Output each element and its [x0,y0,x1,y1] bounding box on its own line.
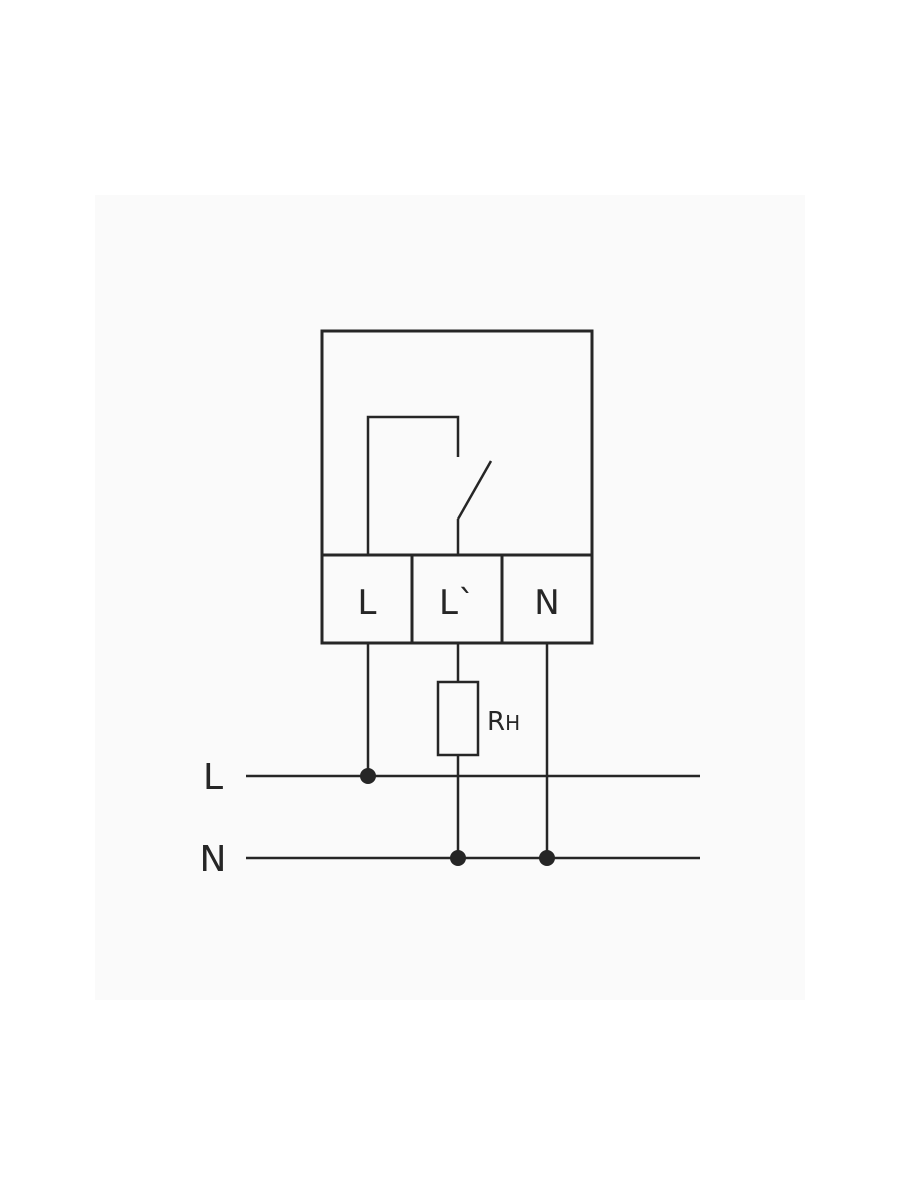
junction-dot-load-neutral [450,850,466,866]
terminal-label-n: N [534,583,559,623]
internal-wire-l [366,415,460,555]
neutral-conductor-label: N [200,839,227,880]
load-label-subscript: H [505,711,520,735]
diagram-background-panel [95,195,805,1000]
load-label-main: R [487,707,505,737]
load-label: RH [487,707,520,737]
terminal-label-l: L [358,583,377,623]
switch-contact-blade [456,460,493,520]
line-conductor-label: L [203,757,223,798]
terminal-label-l-prime: L` [439,583,475,623]
junction-dot-line [360,768,376,784]
junction-dot-device-neutral [539,850,555,866]
